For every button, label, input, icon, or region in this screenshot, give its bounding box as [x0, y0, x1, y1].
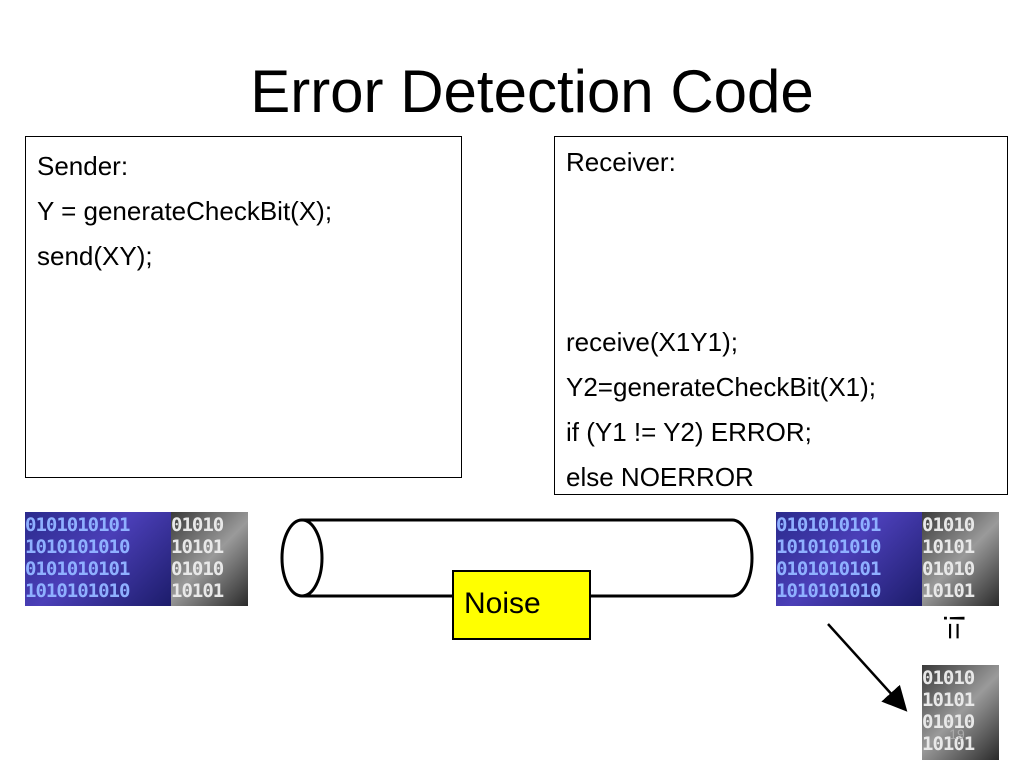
receiver-spacer [566, 185, 996, 320]
sender-code-line: send(XY); [37, 241, 153, 271]
arrow-icon [827, 623, 908, 712]
receiver-code-line: else NOERROR [566, 462, 754, 492]
receiver-box: Receiver: receive(X1Y1); Y2=generateChec… [554, 136, 1008, 495]
pipe-channel-icon [280, 518, 754, 598]
receiver-code-line: if (Y1 != Y2) ERROR; [566, 417, 812, 447]
not-equal-symbol: != [937, 614, 970, 640]
noise-label: Noise [452, 570, 591, 640]
sender-code-line: Y = generateCheckBit(X); [37, 196, 333, 226]
receiver-code-line: Y2=generateCheckBit(X1); [566, 372, 877, 402]
sender-box: Sender: Y = generateCheckBit(X); send(XY… [25, 136, 462, 478]
sender-label: Sender: [37, 151, 129, 181]
slide-title: Error Detection Code [250, 58, 814, 125]
slide-number: 19 [949, 726, 965, 742]
receiver-code-line: receive(X1Y1); [566, 327, 738, 357]
receiver-label: Receiver: [566, 147, 676, 177]
